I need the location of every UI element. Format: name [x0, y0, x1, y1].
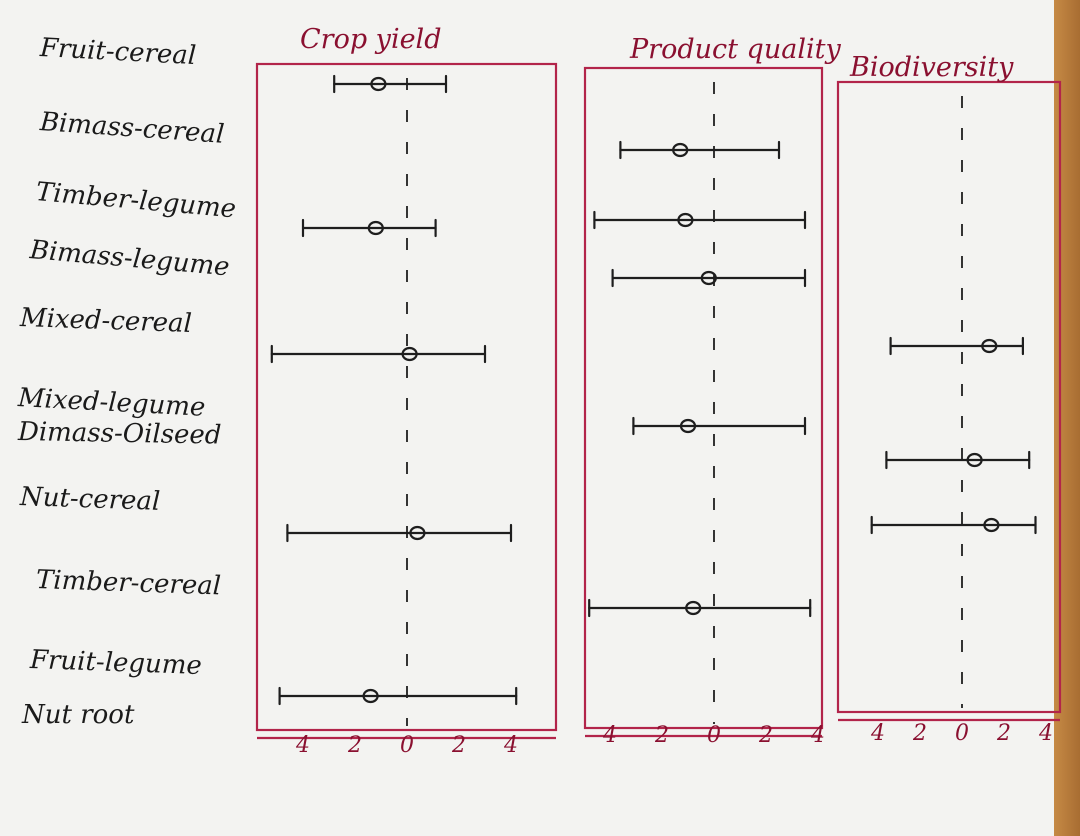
category-label: Dimass-Oilseed [17, 417, 222, 451]
x-tick-label: 4 [1038, 721, 1053, 746]
category-label: Timber-cereal [35, 565, 221, 601]
point-estimate [362, 688, 379, 704]
point-estimate [983, 517, 1000, 533]
point-estimate [677, 212, 694, 228]
x-tick-label: 2 [758, 723, 773, 748]
point-estimate [981, 338, 998, 354]
point-estimate [672, 142, 689, 158]
panel: Biodiversity 4 2 0 2 4 [836, 52, 1062, 746]
x-tick-label: 2 [451, 733, 466, 758]
point-estimate [685, 600, 702, 616]
point-estimate [679, 418, 697, 434]
x-tick-label: 0 [955, 721, 969, 746]
point-estimate [409, 525, 426, 541]
x-tick-label: 2 [654, 723, 669, 748]
x-tick-label: 4 [503, 733, 518, 758]
point-estimate [401, 346, 418, 362]
category-label: Nut-cereal [18, 482, 160, 517]
x-tick-label: 0 [400, 733, 414, 758]
panel-frame [583, 66, 824, 730]
category-label: Fruit-legume [28, 645, 202, 681]
panel-title: Biodiversity [849, 52, 1014, 83]
point-estimate [700, 270, 717, 286]
category-label: Nut root [21, 700, 135, 730]
x-tick-label: 2 [912, 721, 927, 746]
point-estimate [966, 452, 983, 468]
panel-frame [836, 80, 1062, 714]
panel-frame [255, 62, 558, 732]
category-label: Fruit-cereal [38, 33, 197, 71]
panel-title: Crop yield [300, 24, 441, 55]
category-labels: Fruit-cerealBimass-cerealTimber-legumeBi… [16, 33, 237, 730]
panel: Product quality 4 2 0 2 4 [583, 34, 841, 748]
table-surface [1054, 0, 1080, 836]
x-tick-label: 0 [707, 723, 721, 748]
x-tick-label: 4 [870, 721, 885, 746]
category-label: Bimass-legume [28, 235, 231, 282]
x-tick-label: 2 [347, 733, 362, 758]
point-estimate [367, 220, 384, 236]
category-label: Mixed-cereal [18, 303, 192, 339]
category-label: Bimass-cereal [38, 107, 225, 150]
x-tick-label: 4 [602, 723, 617, 748]
x-tick-label: 4 [810, 723, 825, 748]
point-estimate [370, 76, 387, 92]
x-tick-label: 4 [295, 733, 310, 758]
category-label: Timber-legume [35, 177, 238, 224]
panel-title: Product quality [629, 34, 841, 65]
panel: Crop yield 4 2 0 2 4 [255, 24, 558, 758]
x-tick-label: 2 [996, 721, 1011, 746]
